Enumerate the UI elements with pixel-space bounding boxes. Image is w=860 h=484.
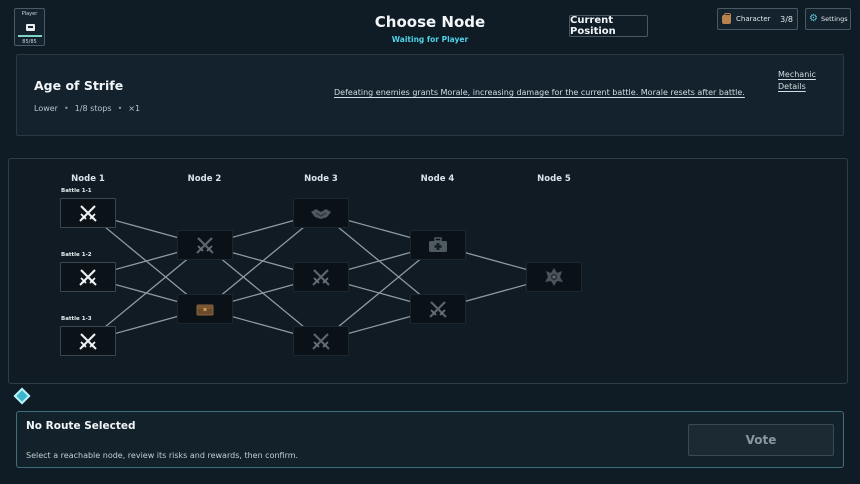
map-node-n5a [526, 262, 582, 292]
diamond-icon [13, 387, 31, 405]
treasure-chest-icon [196, 302, 214, 316]
separator-dot: • [63, 104, 69, 113]
node-map: Node 1 Node 2 Node 3 Node 4 Node 5 Battle 1-… [8, 158, 848, 384]
separator-dot: • [117, 104, 123, 113]
node-label-n1a: Battle 1-1 [61, 188, 92, 194]
player-avatar-icon [26, 24, 35, 31]
crossed-swords-icon [77, 266, 99, 288]
vote-button[interactable]: Vote [688, 424, 834, 456]
player-hp-text: 85/85 [22, 39, 37, 45]
column-header-5: Node 5 [537, 174, 571, 184]
gear-icon: ⚙ [809, 13, 818, 24]
crossed-swords-icon [427, 298, 449, 320]
mechanic-link-line1: Mechanic [778, 70, 816, 79]
character-count: 3/8 [780, 14, 793, 24]
map-node-n1b[interactable] [60, 262, 116, 292]
crossed-swords-icon [310, 330, 332, 352]
backpack-icon [722, 12, 731, 24]
column-header-4: Node 4 [420, 174, 455, 184]
stops-text: 1/8 stops [74, 104, 112, 113]
node-label-n1c: Battle 1-3 [61, 316, 92, 322]
column-header-2: Node 2 [187, 174, 222, 184]
mechanic-details-link[interactable]: Mechanic Details [778, 69, 816, 93]
map-node-n4b [409, 294, 466, 324]
crossed-swords-icon [77, 202, 99, 224]
player-hp-fill [18, 35, 42, 37]
mechanic-description[interactable]: Defeating enemies grants Morale, increas… [334, 88, 745, 97]
node-connections [87, 212, 555, 342]
node-label-n1b: Battle 1-2 [61, 252, 92, 258]
map-node-n4a [409, 230, 466, 260]
difficulty-text: Lower [34, 104, 58, 113]
column-header-1: Node 1 [71, 174, 105, 184]
route-panel: No Route Selected Select a reachable nod… [16, 411, 844, 468]
route-description: Select a reachable node, review its risk… [26, 451, 299, 460]
map-node-n3c [293, 326, 349, 356]
map-node-n2a [176, 230, 233, 260]
character-label: Character [736, 15, 771, 23]
player-hp-bar [18, 35, 42, 37]
character-button[interactable]: Character 3/8 [717, 8, 798, 30]
settings-button[interactable]: ⚙ Settings [805, 8, 851, 30]
player-label: Player [21, 11, 38, 17]
edge-n3c-n4a [320, 244, 438, 342]
handshake-icon [310, 206, 332, 220]
edge-n1c-n2a [87, 244, 205, 342]
map-node-n1a[interactable] [60, 198, 116, 228]
status-subtitle: Waiting for Player [391, 35, 469, 44]
stage-meta: Lower • 1/8 stops • ×1 [34, 104, 140, 113]
map-node-n2b [176, 294, 233, 324]
crossed-swords-icon [194, 234, 216, 256]
map-node-n3a [293, 198, 349, 228]
edge-n2b-n3a [204, 212, 322, 310]
map-node-n3b [293, 262, 349, 292]
boss-crest-icon [543, 266, 565, 288]
crossed-swords-icon [310, 266, 332, 288]
settings-label: Settings [820, 15, 848, 23]
current-position-button[interactable]: Current Position [569, 15, 648, 37]
multiplier-text: ×1 [128, 104, 141, 113]
medkit-icon [428, 237, 448, 253]
crossed-swords-icon [77, 330, 99, 352]
stage-title: Age of Strife [34, 78, 124, 93]
mechanic-info-panel: Age of Strife Lower • 1/8 stops • ×1 Defeati… [16, 54, 844, 136]
page-title: Choose Node [374, 13, 486, 31]
column-header-3: Node 3 [304, 174, 338, 184]
mechanic-link-line2: Details [778, 82, 806, 91]
map-node-n1c[interactable] [60, 326, 116, 356]
player-card[interactable]: Player 85/85 [14, 8, 45, 46]
route-title: No Route Selected [26, 420, 136, 432]
